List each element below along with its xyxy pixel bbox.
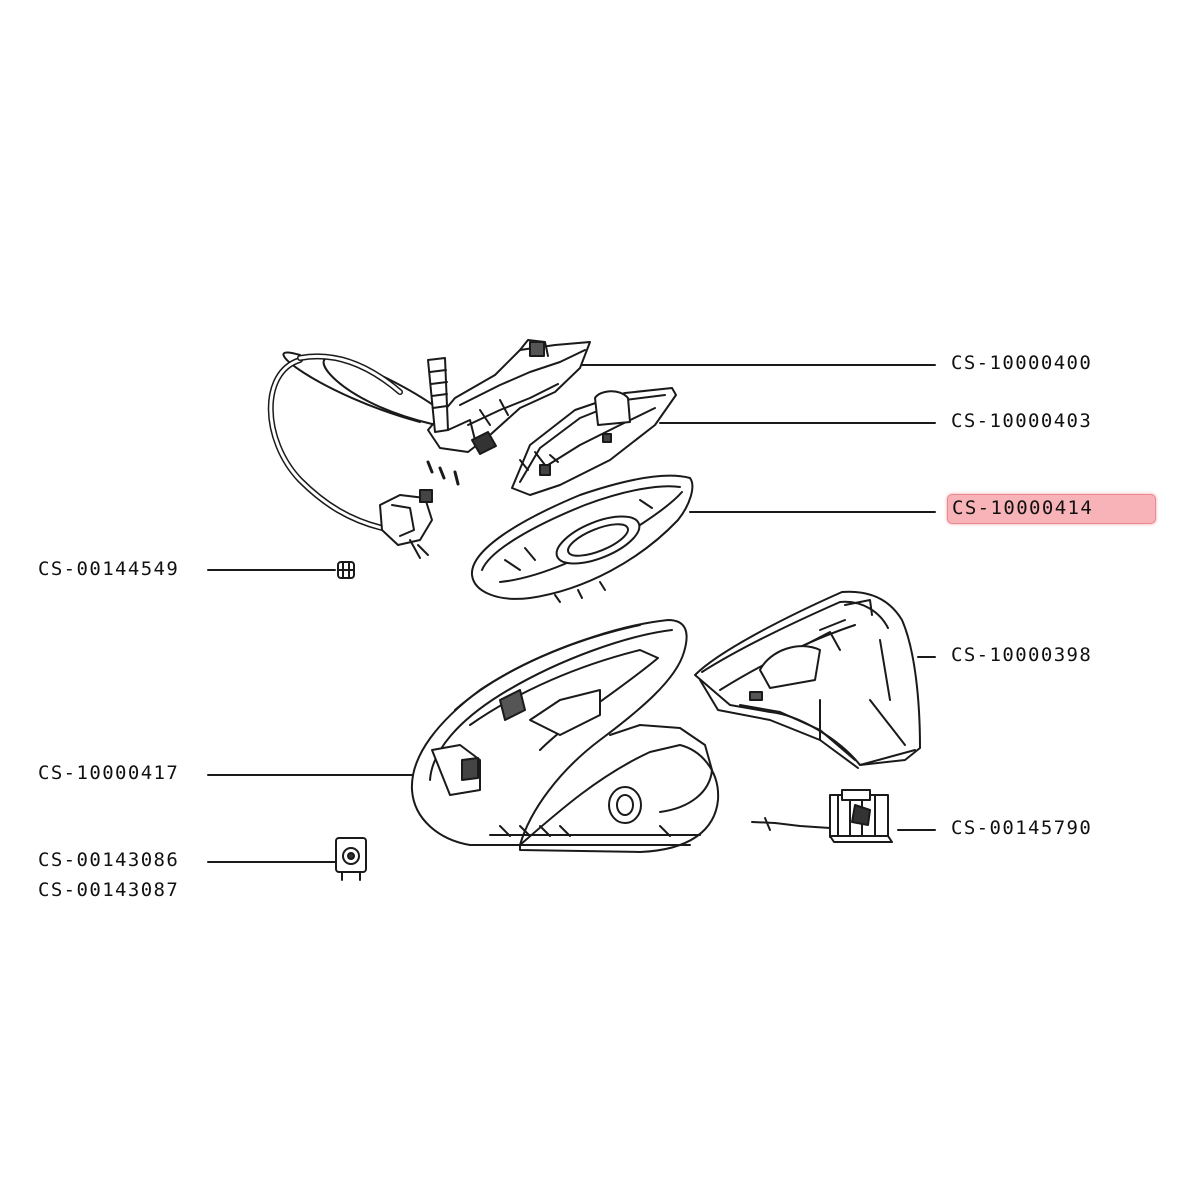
part-label-cs-00143086[interactable]: CS-00143086 (38, 849, 180, 871)
water-tank-part (694, 590, 921, 769)
screw-part (337, 561, 355, 579)
part-label-cs-10000417[interactable]: CS-10000417 (38, 762, 180, 784)
connector-part (335, 837, 367, 881)
soleplate-part (470, 474, 694, 603)
part-label-cs-10000414[interactable]: CS-10000414 (947, 494, 1157, 524)
hose-cord-part (267, 351, 441, 559)
part-label-cs-10000400[interactable]: CS-10000400 (951, 352, 1093, 374)
part-label-cs-00143087[interactable]: CS-00143087 (38, 879, 180, 901)
part-label-cs-00144549[interactable]: CS-00144549 (38, 558, 180, 580)
handle-top-part (426, 339, 591, 486)
part-label-cs-10000403[interactable]: CS-10000403 (951, 410, 1093, 432)
part-label-cs-00145790[interactable]: CS-00145790 (951, 817, 1093, 839)
part-label-cs-10000398[interactable]: CS-10000398 (951, 644, 1093, 666)
iron-cover-part (511, 387, 677, 496)
switch-assembly-part (751, 789, 893, 843)
base-housing-part (410, 619, 720, 853)
leader-lines (207, 364, 936, 863)
